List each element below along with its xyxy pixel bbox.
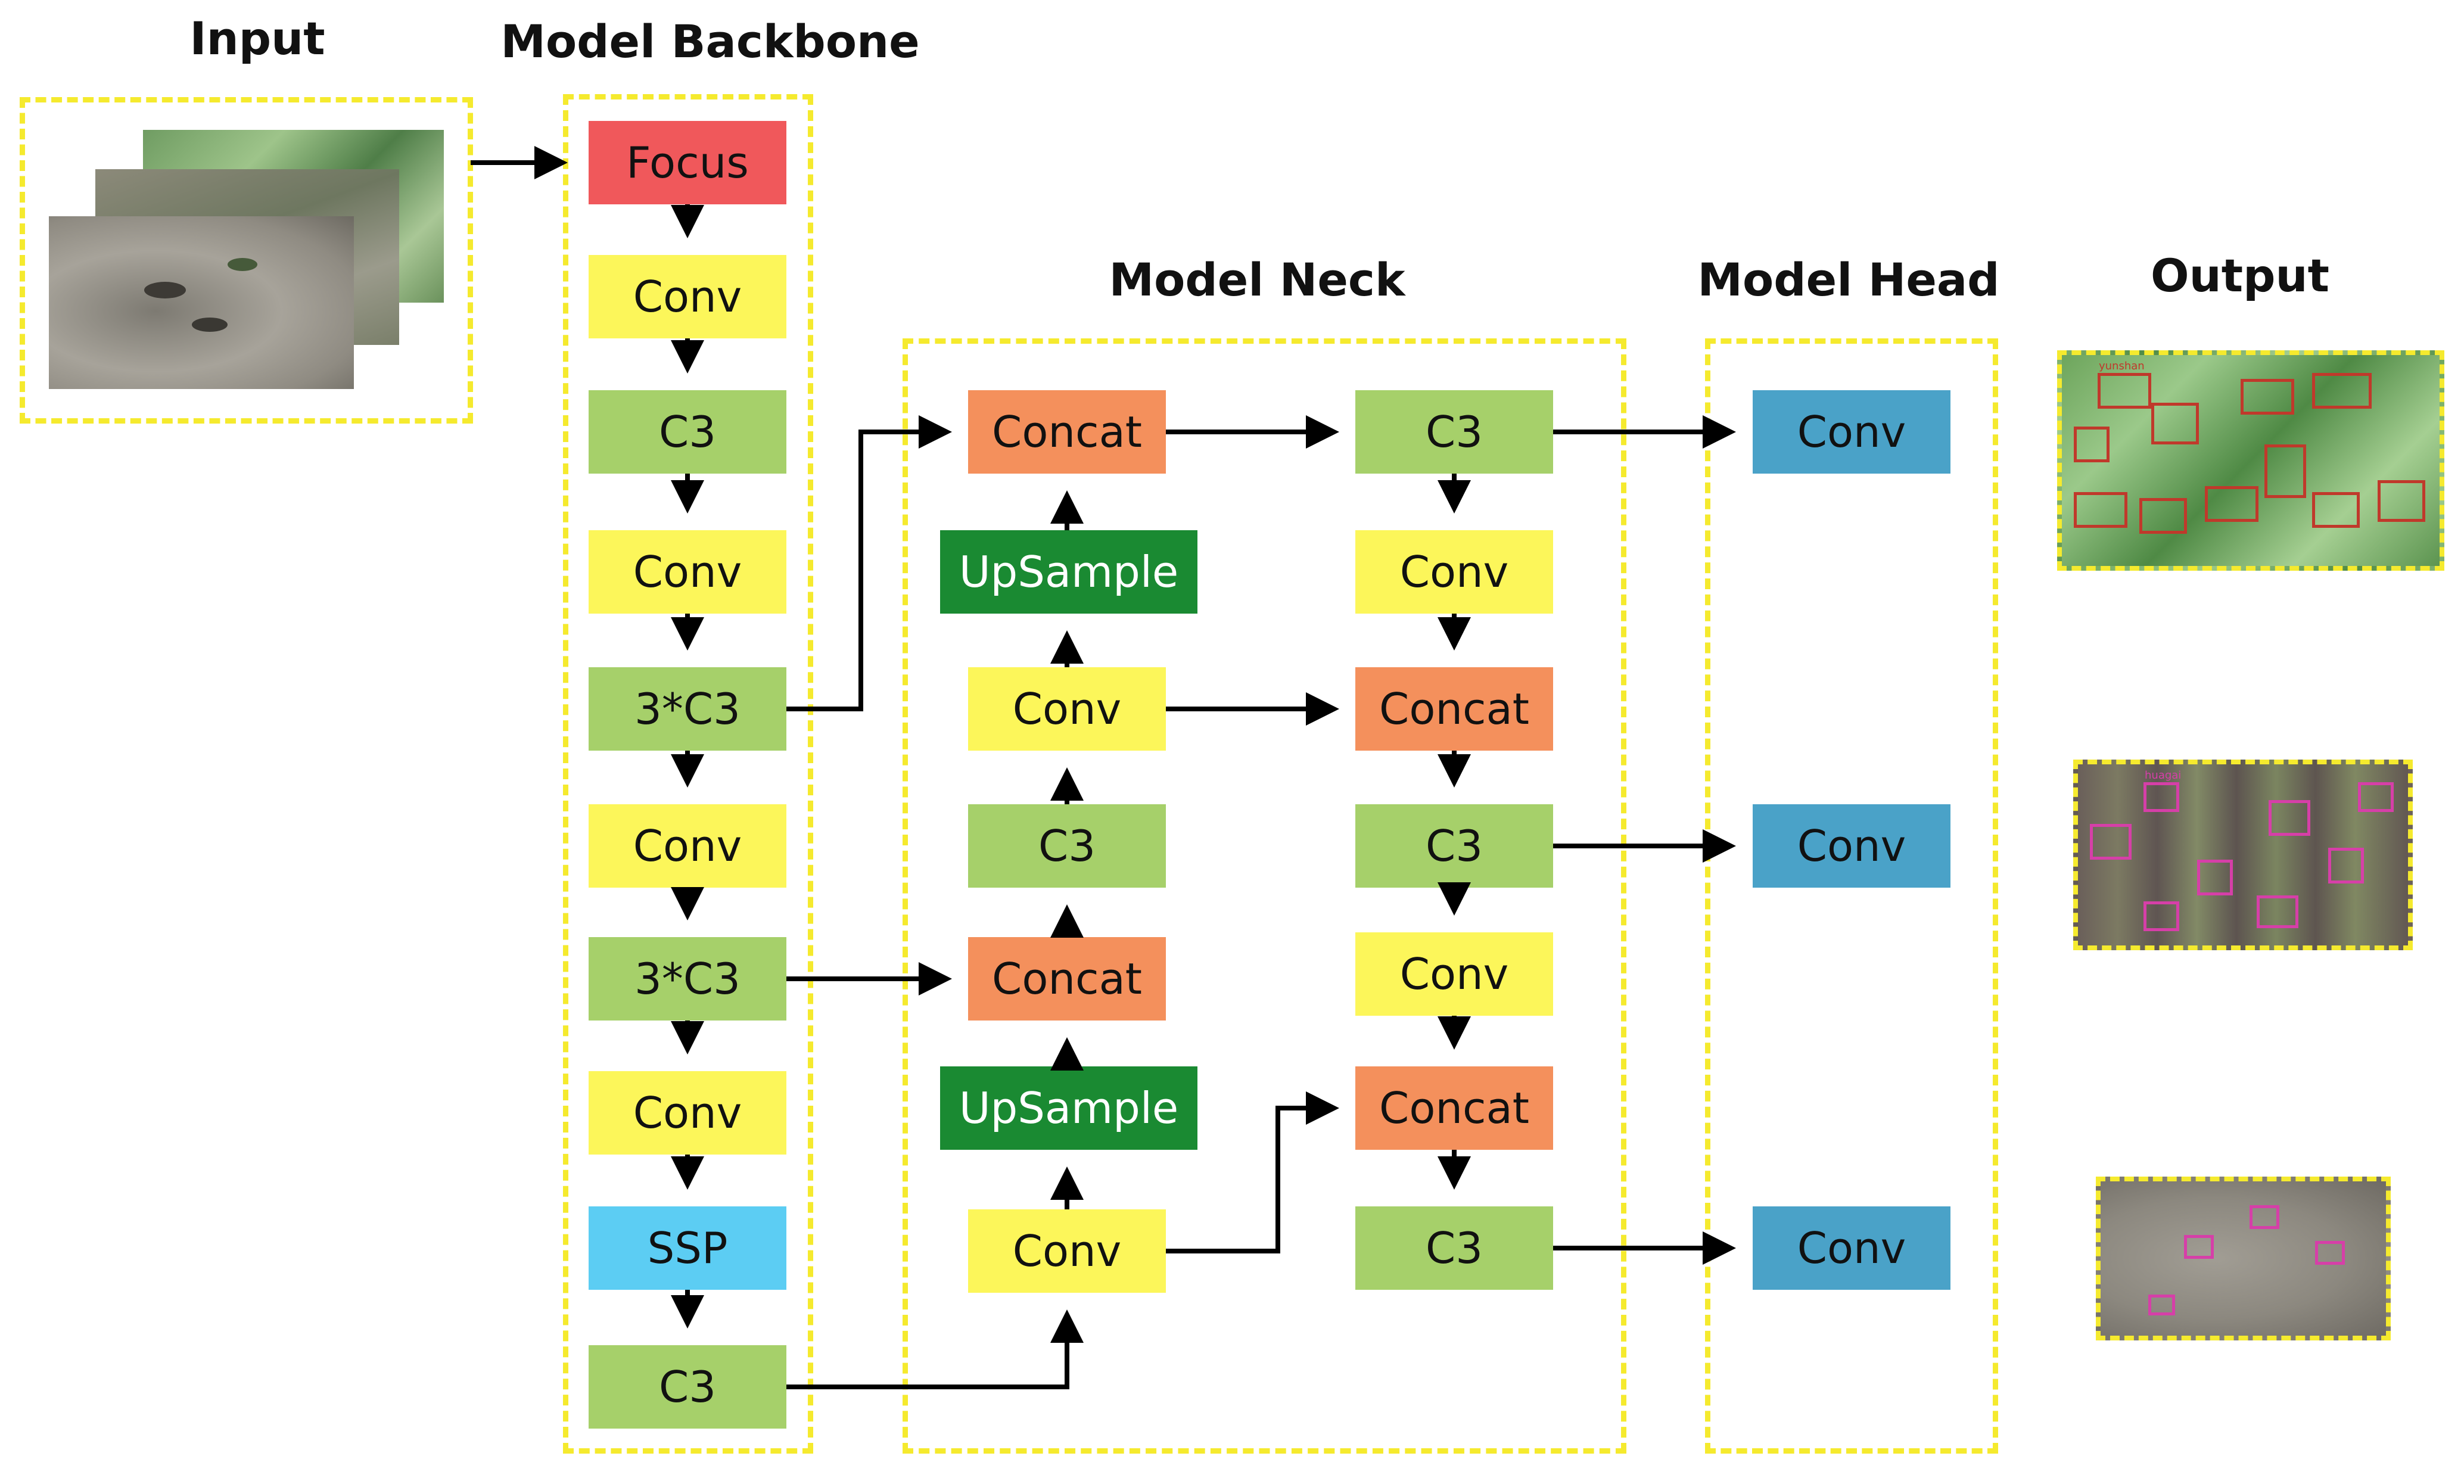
backbone-conv-block: Conv [589, 255, 786, 338]
detection-box [2312, 492, 2360, 528]
detection-box [2269, 800, 2310, 836]
detection-label-middle: huagai [2145, 769, 2182, 782]
neck-c3-block: C3 [1355, 804, 1553, 888]
neck-concat-block: Concat [1355, 667, 1553, 751]
input-title: Input [189, 12, 325, 65]
neck-c3-block: C3 [1355, 390, 1553, 474]
backbone-conv-block: Conv [589, 804, 786, 888]
neck-concat-block: Concat [1355, 1066, 1553, 1150]
head-title: Model Head [1697, 253, 2000, 306]
neck-title: Model Neck [1109, 253, 1405, 306]
detection-box [2143, 901, 2179, 931]
neck-upsample-block: UpSample [940, 1066, 1197, 1150]
output-image-middle: huagai [2073, 760, 2413, 950]
detection-box [2205, 486, 2258, 522]
detection-label-top: yunshan [2099, 360, 2145, 372]
detection-box [2378, 480, 2425, 522]
head-conv-block: Conv [1753, 390, 1950, 474]
backbone-3c3-block: 3*C3 [589, 937, 786, 1021]
detection-box [2257, 895, 2298, 928]
detection-box [2143, 782, 2179, 812]
detection-box [2312, 373, 2372, 409]
neck-conv-block: Conv [1355, 932, 1553, 1016]
head-frame [1705, 338, 1998, 1454]
head-conv-block: Conv [1753, 1206, 1950, 1290]
detection-box [2098, 373, 2151, 409]
detection-box [2074, 492, 2127, 528]
neck-conv-block: Conv [968, 667, 1166, 751]
backbone-frame [563, 94, 813, 1454]
backbone-3c3-block: 3*C3 [589, 667, 786, 751]
neck-c3-block: C3 [968, 804, 1166, 888]
backbone-focus-block: Focus [589, 121, 786, 204]
backbone-ssp-block: SSP [589, 1206, 786, 1290]
detection-box [2241, 379, 2294, 415]
neck-conv-block: Conv [1355, 530, 1553, 614]
output-image-top: yunshan [2057, 350, 2444, 571]
output-image-bottom [2096, 1177, 2391, 1340]
head-conv-block: Conv [1753, 804, 1950, 888]
backbone-conv-block: Conv [589, 530, 786, 614]
backbone-conv-block: Conv [589, 1071, 786, 1155]
detection-box [2264, 444, 2306, 498]
detection-box [2090, 824, 2132, 860]
neck-frame [903, 338, 1626, 1454]
detection-box [2074, 427, 2110, 462]
detection-box [2315, 1241, 2345, 1265]
neck-concat-block: Concat [968, 390, 1166, 474]
detection-box [2250, 1205, 2279, 1229]
neck-conv-block: Conv [968, 1209, 1166, 1293]
detection-box [2197, 860, 2233, 895]
output-title: Output [2151, 249, 2329, 302]
detection-box [2328, 848, 2364, 883]
neck-c3-block: C3 [1355, 1206, 1553, 1290]
detection-box [2184, 1235, 2214, 1259]
backbone-title: Model Backbone [500, 15, 920, 68]
backbone-c3-block: C3 [589, 390, 786, 474]
neck-concat-block: Concat [968, 937, 1166, 1021]
input-image-front [49, 216, 354, 389]
neck-upsample-block: UpSample [940, 530, 1197, 614]
detection-box [2358, 782, 2394, 812]
detection-box [2139, 498, 2187, 534]
detection-box [2151, 403, 2199, 444]
detection-box [2148, 1295, 2175, 1315]
input-frame [20, 97, 473, 424]
backbone-c3-block: C3 [589, 1345, 786, 1429]
